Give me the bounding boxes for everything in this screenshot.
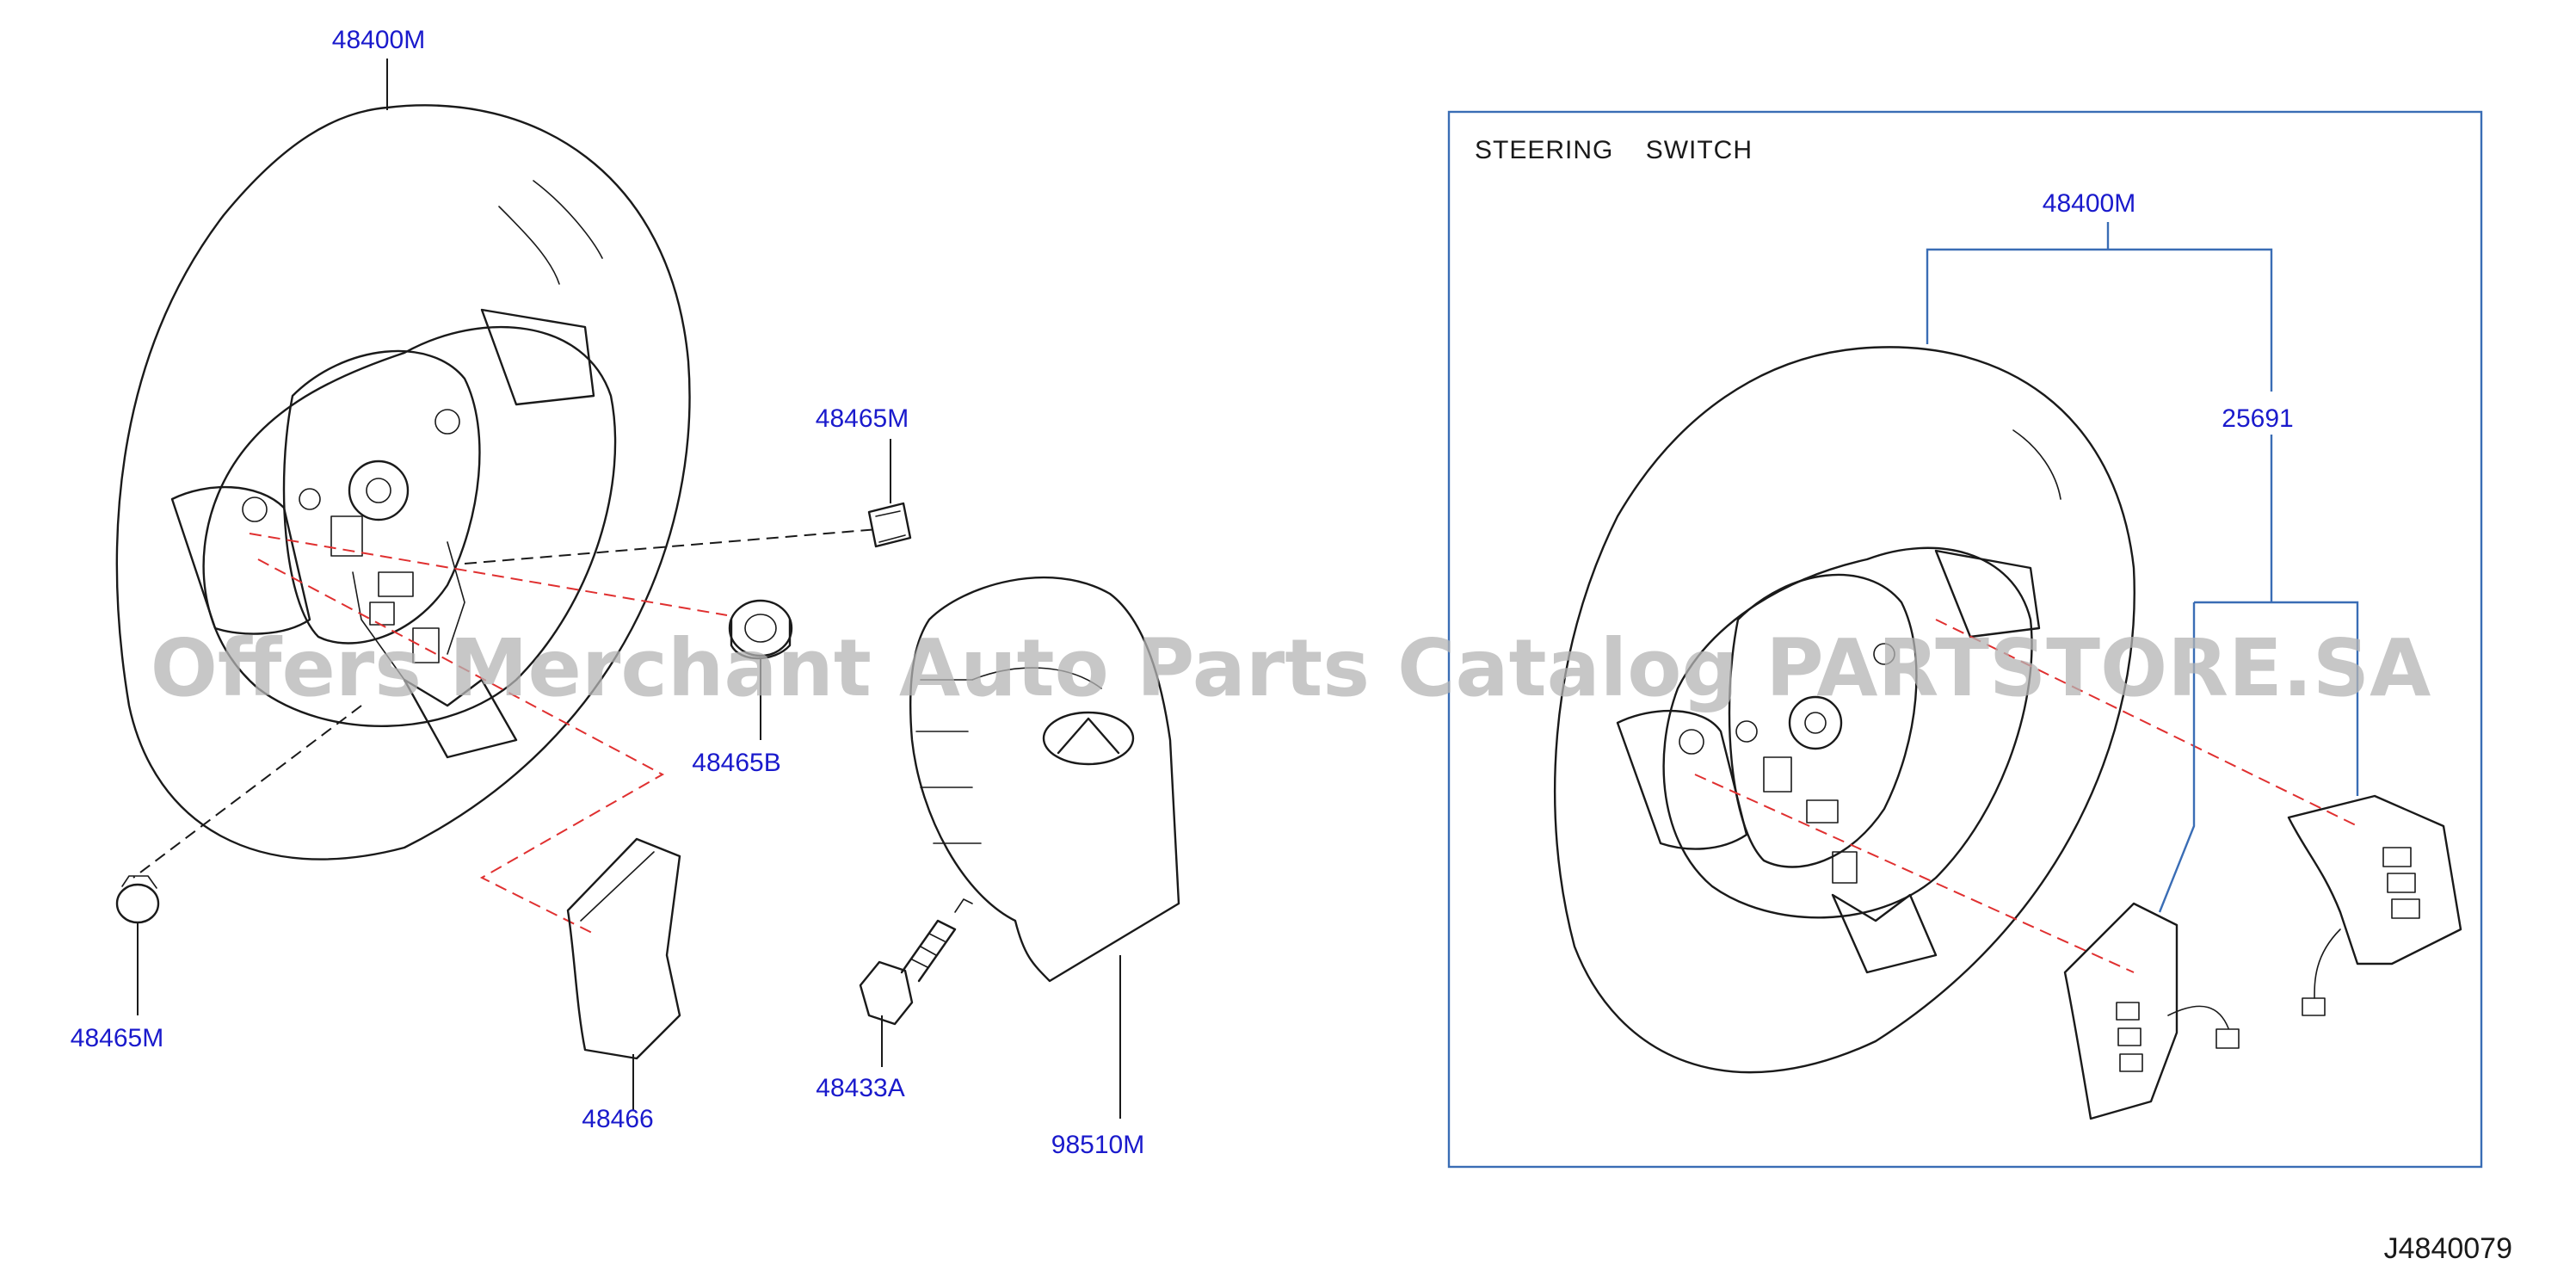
airbag-module-illustration xyxy=(909,576,1180,983)
bush-illustration xyxy=(728,599,793,660)
label-48465B: 48465B xyxy=(692,749,780,777)
bolt-illustration xyxy=(859,898,973,1026)
label-48466: 48466 xyxy=(582,1105,653,1133)
watermark-text: Offers Merchant Auto Parts Catalog PARTS… xyxy=(151,622,2431,714)
label-25691: 25691 xyxy=(2222,404,2293,433)
box-title: STEERING SWITCH xyxy=(1475,136,1753,164)
steering-wheel-illustration xyxy=(115,104,878,935)
diagram-id: J4840079 xyxy=(2384,1232,2512,1265)
steering-switch-box xyxy=(1447,110,2483,1169)
label-98510M: 98510M xyxy=(1051,1131,1144,1159)
switch-left-illustration xyxy=(2063,902,2240,1120)
clip-cap-lower-illustration xyxy=(115,875,160,924)
label-48400M-main: 48400M xyxy=(332,26,425,54)
label-48465M-lower: 48465M xyxy=(71,1024,163,1052)
box-leader-bracket xyxy=(1926,222,2359,913)
clip-cap-upper-illustration xyxy=(867,502,912,548)
label-48433A: 48433A xyxy=(816,1074,904,1102)
switch-right-illustration xyxy=(2287,794,2462,1016)
label-48400M-box: 48400M xyxy=(2043,189,2135,218)
lower-cover-illustration xyxy=(566,837,681,1060)
label-48465M-upper: 48465M xyxy=(816,404,909,433)
switch-steering-wheel-illustration xyxy=(1554,346,2358,1074)
